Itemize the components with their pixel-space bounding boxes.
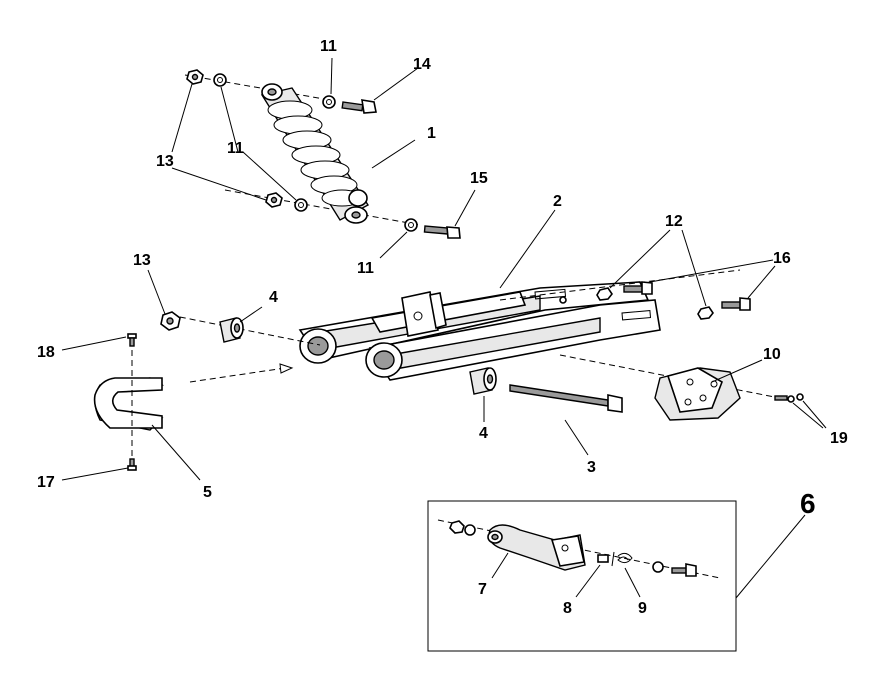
chain-guide-part <box>654 367 741 421</box>
callout-19: 19 <box>830 430 848 447</box>
callout-11-bottom: 11 <box>357 260 374 277</box>
bolt-16-upper <box>623 281 653 295</box>
callout-11-top: 11 <box>320 38 337 55</box>
callout-4-left: 4 <box>269 289 278 306</box>
inset-frame <box>427 500 737 652</box>
callout-13-pivot: 13 <box>133 252 151 269</box>
callout-16: 16 <box>773 250 791 267</box>
washer-11-upper <box>322 95 336 109</box>
callout-4-right: 4 <box>479 425 488 442</box>
leader-lines <box>61 57 827 599</box>
shock-absorber-part <box>184 74 421 226</box>
washer-11-lower <box>404 218 418 232</box>
callout-8: 8 <box>563 600 572 617</box>
nut-12-lower <box>697 306 714 320</box>
callout-labels: 1 2 3 4 4 5 6 7 8 9 10 11 11 11 12 13 13… <box>37 38 848 617</box>
bushing-4-right <box>469 367 497 395</box>
callout-6: 6 <box>800 488 816 519</box>
callout-15: 15 <box>470 170 488 187</box>
pivot-bolt-3 <box>509 384 623 413</box>
callout-18: 18 <box>37 344 55 361</box>
callout-13-top: 13 <box>156 153 174 170</box>
callout-17: 17 <box>37 474 55 491</box>
tensioner-arm-7 <box>487 524 586 571</box>
screws-19 <box>774 393 804 403</box>
spring-9 <box>611 551 633 567</box>
inset-nut <box>449 520 465 534</box>
lower-nut-13 <box>265 192 283 208</box>
pivot-nut-13 <box>160 311 181 331</box>
top-nut-13 <box>186 69 204 85</box>
bushing-4-left <box>219 317 244 343</box>
callout-2: 2 <box>553 193 562 210</box>
callout-14: 14 <box>413 56 431 73</box>
lower-washer-11 <box>294 198 308 212</box>
callout-10: 10 <box>763 346 781 363</box>
callout-3: 3 <box>587 459 596 476</box>
screw-17 <box>127 458 137 471</box>
callout-12: 12 <box>665 213 683 230</box>
slider-bracket-5 <box>93 377 165 431</box>
bolt-14 <box>341 99 377 114</box>
callout-1: 1 <box>427 125 436 142</box>
swingarm-part <box>298 281 661 381</box>
callout-7: 7 <box>478 581 487 598</box>
top-washer-11 <box>213 73 227 87</box>
callout-5: 5 <box>203 484 212 501</box>
inset-bolt <box>671 563 697 577</box>
spacer-8 <box>597 554 609 563</box>
screw-18 <box>127 333 137 347</box>
bolt-16-lower <box>721 297 751 311</box>
callout-9: 9 <box>638 600 647 617</box>
nut-12-upper <box>596 287 613 301</box>
callout-11-middle: 11 <box>227 140 244 157</box>
bolt-15 <box>423 225 461 239</box>
